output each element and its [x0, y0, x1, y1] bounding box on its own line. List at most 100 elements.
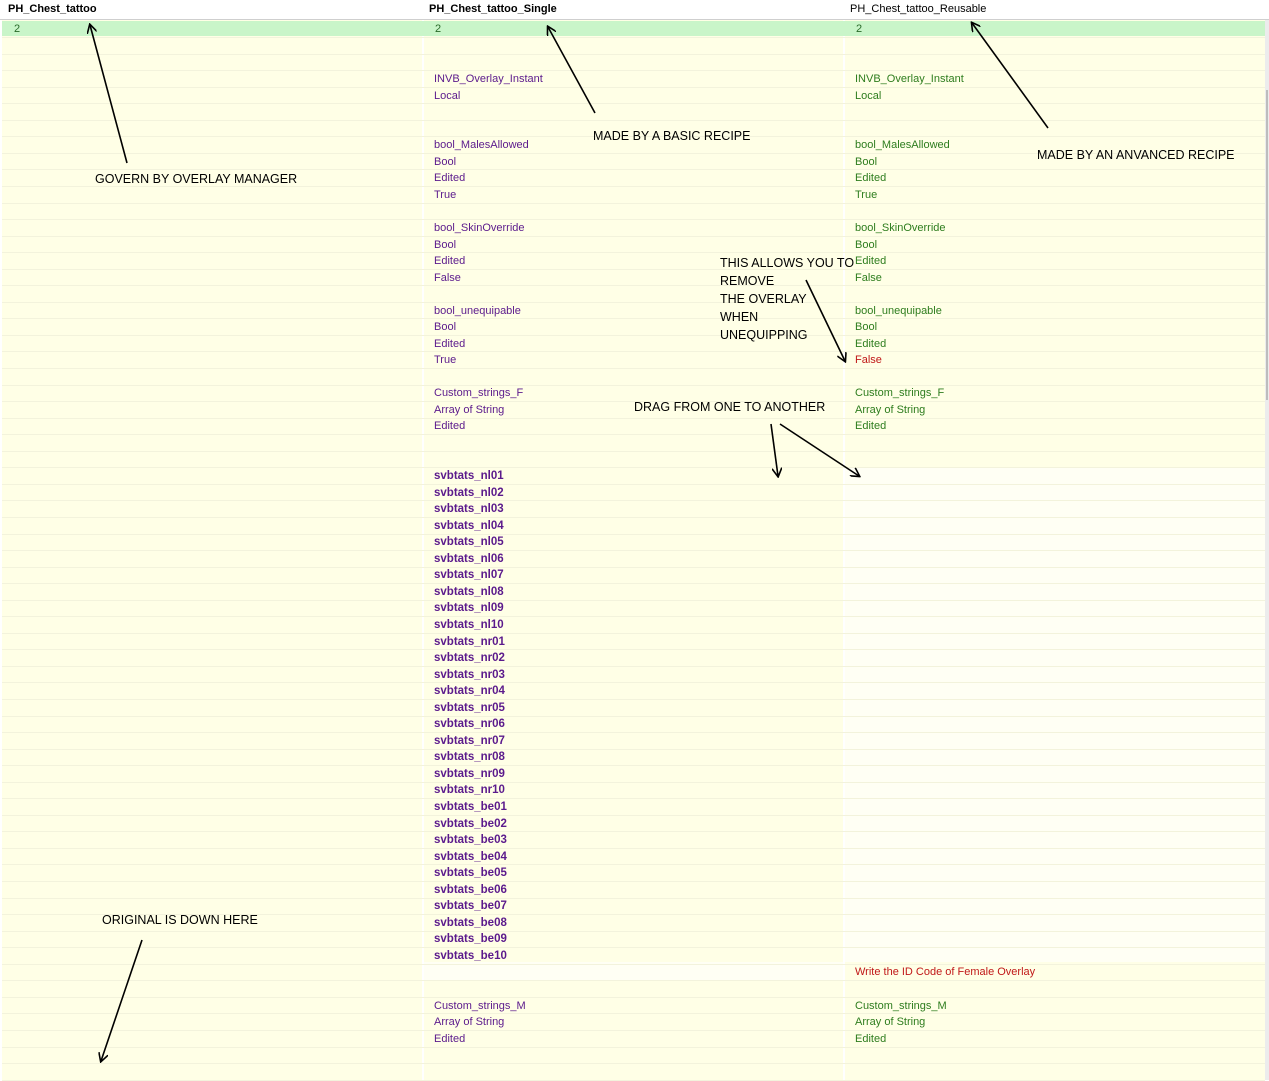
row-line — [2, 236, 1265, 237]
reusable-field-value[interactable]: True — [855, 189, 878, 201]
custom-string-item[interactable]: svbtats_be10 — [434, 950, 507, 962]
annotation-advanced-recipe: MADE BY AN ANVANCED RECIPE — [1037, 148, 1235, 162]
reusable-field-name[interactable]: bool_MalesAllowed — [855, 139, 950, 151]
custom-string-item[interactable]: svbtats_nr09 — [434, 768, 505, 780]
single-field-name[interactable]: INVB_Overlay_Instant — [434, 73, 543, 85]
annotation-remove-overlay: THIS ALLOWS YOU TO REMOVE THE OVERLAY WH… — [720, 254, 854, 344]
reusable-field-state: Edited — [855, 172, 887, 184]
reusable-field-name[interactable]: Custom_strings_M — [855, 1000, 947, 1012]
row-line — [2, 203, 1265, 204]
row-line — [2, 351, 1265, 352]
single-field-state: Edited — [434, 255, 466, 267]
row-line — [2, 418, 1265, 419]
custom-string-item[interactable]: svbtats_be06 — [434, 884, 507, 896]
single-field-name[interactable]: bool_unequipable — [434, 305, 521, 317]
custom-string-item[interactable]: svbtats_nr03 — [434, 669, 505, 681]
custom-string-item[interactable]: svbtats_nr10 — [434, 784, 505, 796]
custom-string-item[interactable]: svbtats_nr01 — [434, 636, 505, 648]
custom-string-item[interactable]: svbtats_be04 — [434, 851, 507, 863]
custom-string-item[interactable]: svbtats_nl05 — [434, 536, 504, 548]
custom-string-item[interactable]: svbtats_be02 — [434, 818, 507, 830]
single-field-type: Array of String — [434, 1016, 505, 1028]
row-line — [2, 87, 1265, 88]
reusable-field-value-edited[interactable]: False — [855, 354, 882, 366]
reusable-field-type: Bool — [855, 156, 878, 168]
row-line — [2, 782, 1265, 783]
reusable-field-state: Edited — [855, 1033, 887, 1045]
row-line — [2, 484, 1265, 485]
row-line — [2, 269, 1265, 270]
reusable-write-hint[interactable]: Write the ID Code of Female Overlay — [855, 966, 1036, 978]
row-line — [2, 666, 1265, 667]
custom-string-item[interactable]: svbtats_nr05 — [434, 702, 505, 714]
custom-string-item[interactable]: svbtats_be05 — [434, 867, 507, 879]
custom-string-item[interactable]: svbtats_be09 — [434, 933, 507, 945]
single-field-type: Bool — [434, 321, 457, 333]
reusable-field-type: Bool — [855, 321, 878, 333]
row-line — [2, 964, 1265, 965]
custom-string-item[interactable]: svbtats_nl09 — [434, 602, 504, 614]
single-field-name[interactable]: bool_SkinOverride — [434, 222, 525, 234]
annotation-remove-line: REMOVE — [720, 274, 775, 288]
row-line — [2, 914, 1265, 915]
reusable-field-name[interactable]: Custom_strings_F — [855, 387, 945, 399]
reusable-field-name[interactable]: bool_unequipable — [855, 305, 942, 317]
reusable-field-value[interactable]: False — [855, 272, 882, 284]
single-field-value[interactable]: False — [434, 272, 461, 284]
custom-string-item[interactable]: svbtats_nl06 — [434, 553, 504, 565]
custom-string-item[interactable]: svbtats_nr02 — [434, 652, 505, 664]
custom-string-item[interactable]: svbtats_nl03 — [434, 503, 504, 515]
single-field-value[interactable]: True — [434, 189, 457, 201]
custom-string-item[interactable]: svbtats_nr08 — [434, 751, 505, 763]
row-line — [2, 831, 1265, 832]
annotation-drag: DRAG FROM ONE TO ANOTHER — [634, 400, 826, 414]
single-empty-hint-row — [424, 962, 843, 980]
reusable-field-name[interactable]: INVB_Overlay_Instant — [855, 73, 964, 85]
single-field-name[interactable]: Custom_strings_F — [434, 387, 524, 399]
reusable-field-name[interactable]: bool_SkinOverride — [855, 222, 946, 234]
row-line — [2, 335, 1265, 336]
row-line — [2, 947, 1265, 948]
vertical-scrollbar[interactable] — [1265, 20, 1269, 1080]
count-cell-reusable: 2 — [856, 23, 863, 35]
single-field-type: Local — [434, 90, 461, 102]
annotation-basic-recipe: MADE BY A BASIC RECIPE — [593, 129, 751, 143]
scrollbar-thumb[interactable] — [1266, 90, 1268, 400]
custom-string-item[interactable]: svbtats_nl07 — [434, 569, 504, 581]
row-line — [2, 219, 1265, 220]
custom-string-item[interactable]: svbtats_nr04 — [434, 685, 505, 697]
row-line — [2, 252, 1265, 253]
custom-string-item[interactable]: svbtats_be01 — [434, 801, 507, 813]
row-line — [2, 368, 1265, 369]
single-field-name[interactable]: Custom_strings_M — [434, 1000, 526, 1012]
custom-string-item[interactable]: svbtats_be07 — [434, 900, 507, 912]
annotation-remove-line: WHEN — [720, 310, 759, 324]
single-field-value[interactable]: True — [434, 354, 457, 366]
custom-string-item[interactable]: svbtats_nr06 — [434, 718, 505, 730]
single-field-name[interactable]: bool_MalesAllowed — [434, 139, 529, 151]
custom-string-item[interactable]: svbtats_be03 — [434, 834, 507, 846]
row-line — [2, 898, 1265, 899]
custom-string-item[interactable]: svbtats_nr07 — [434, 735, 505, 747]
row-line — [2, 500, 1265, 501]
custom-string-item[interactable]: svbtats_nl08 — [434, 586, 504, 598]
custom-string-item[interactable]: svbtats_nl10 — [434, 619, 504, 631]
row-line — [2, 153, 1265, 154]
custom-string-item[interactable]: svbtats_nl02 — [434, 487, 504, 499]
column-header-row: PH_Chest_tattoo PH_Chest_tattoo_Single P… — [0, 0, 1269, 20]
custom-string-item[interactable]: svbtats_nl04 — [434, 520, 504, 532]
row-line — [2, 798, 1265, 799]
column-header-ph-chest-tattoo-single[interactable]: PH_Chest_tattoo_Single — [429, 3, 557, 15]
custom-string-item[interactable]: svbtats_nl01 — [434, 470, 504, 482]
column-header-ph-chest-tattoo-reusable[interactable]: PH_Chest_tattoo_Reusable — [850, 3, 987, 15]
row-line — [2, 997, 1265, 998]
row-line — [2, 385, 1265, 386]
column-header-ph-chest-tattoo[interactable]: PH_Chest_tattoo — [8, 3, 97, 15]
row-line — [2, 103, 1265, 104]
annotation-remove-line: UNEQUIPPING — [720, 328, 808, 342]
row-line — [2, 318, 1265, 319]
reusable-field-state: Edited — [855, 255, 887, 267]
row-line — [2, 37, 1265, 38]
custom-string-item[interactable]: svbtats_be08 — [434, 917, 507, 929]
selected-row[interactable] — [2, 21, 1265, 36]
